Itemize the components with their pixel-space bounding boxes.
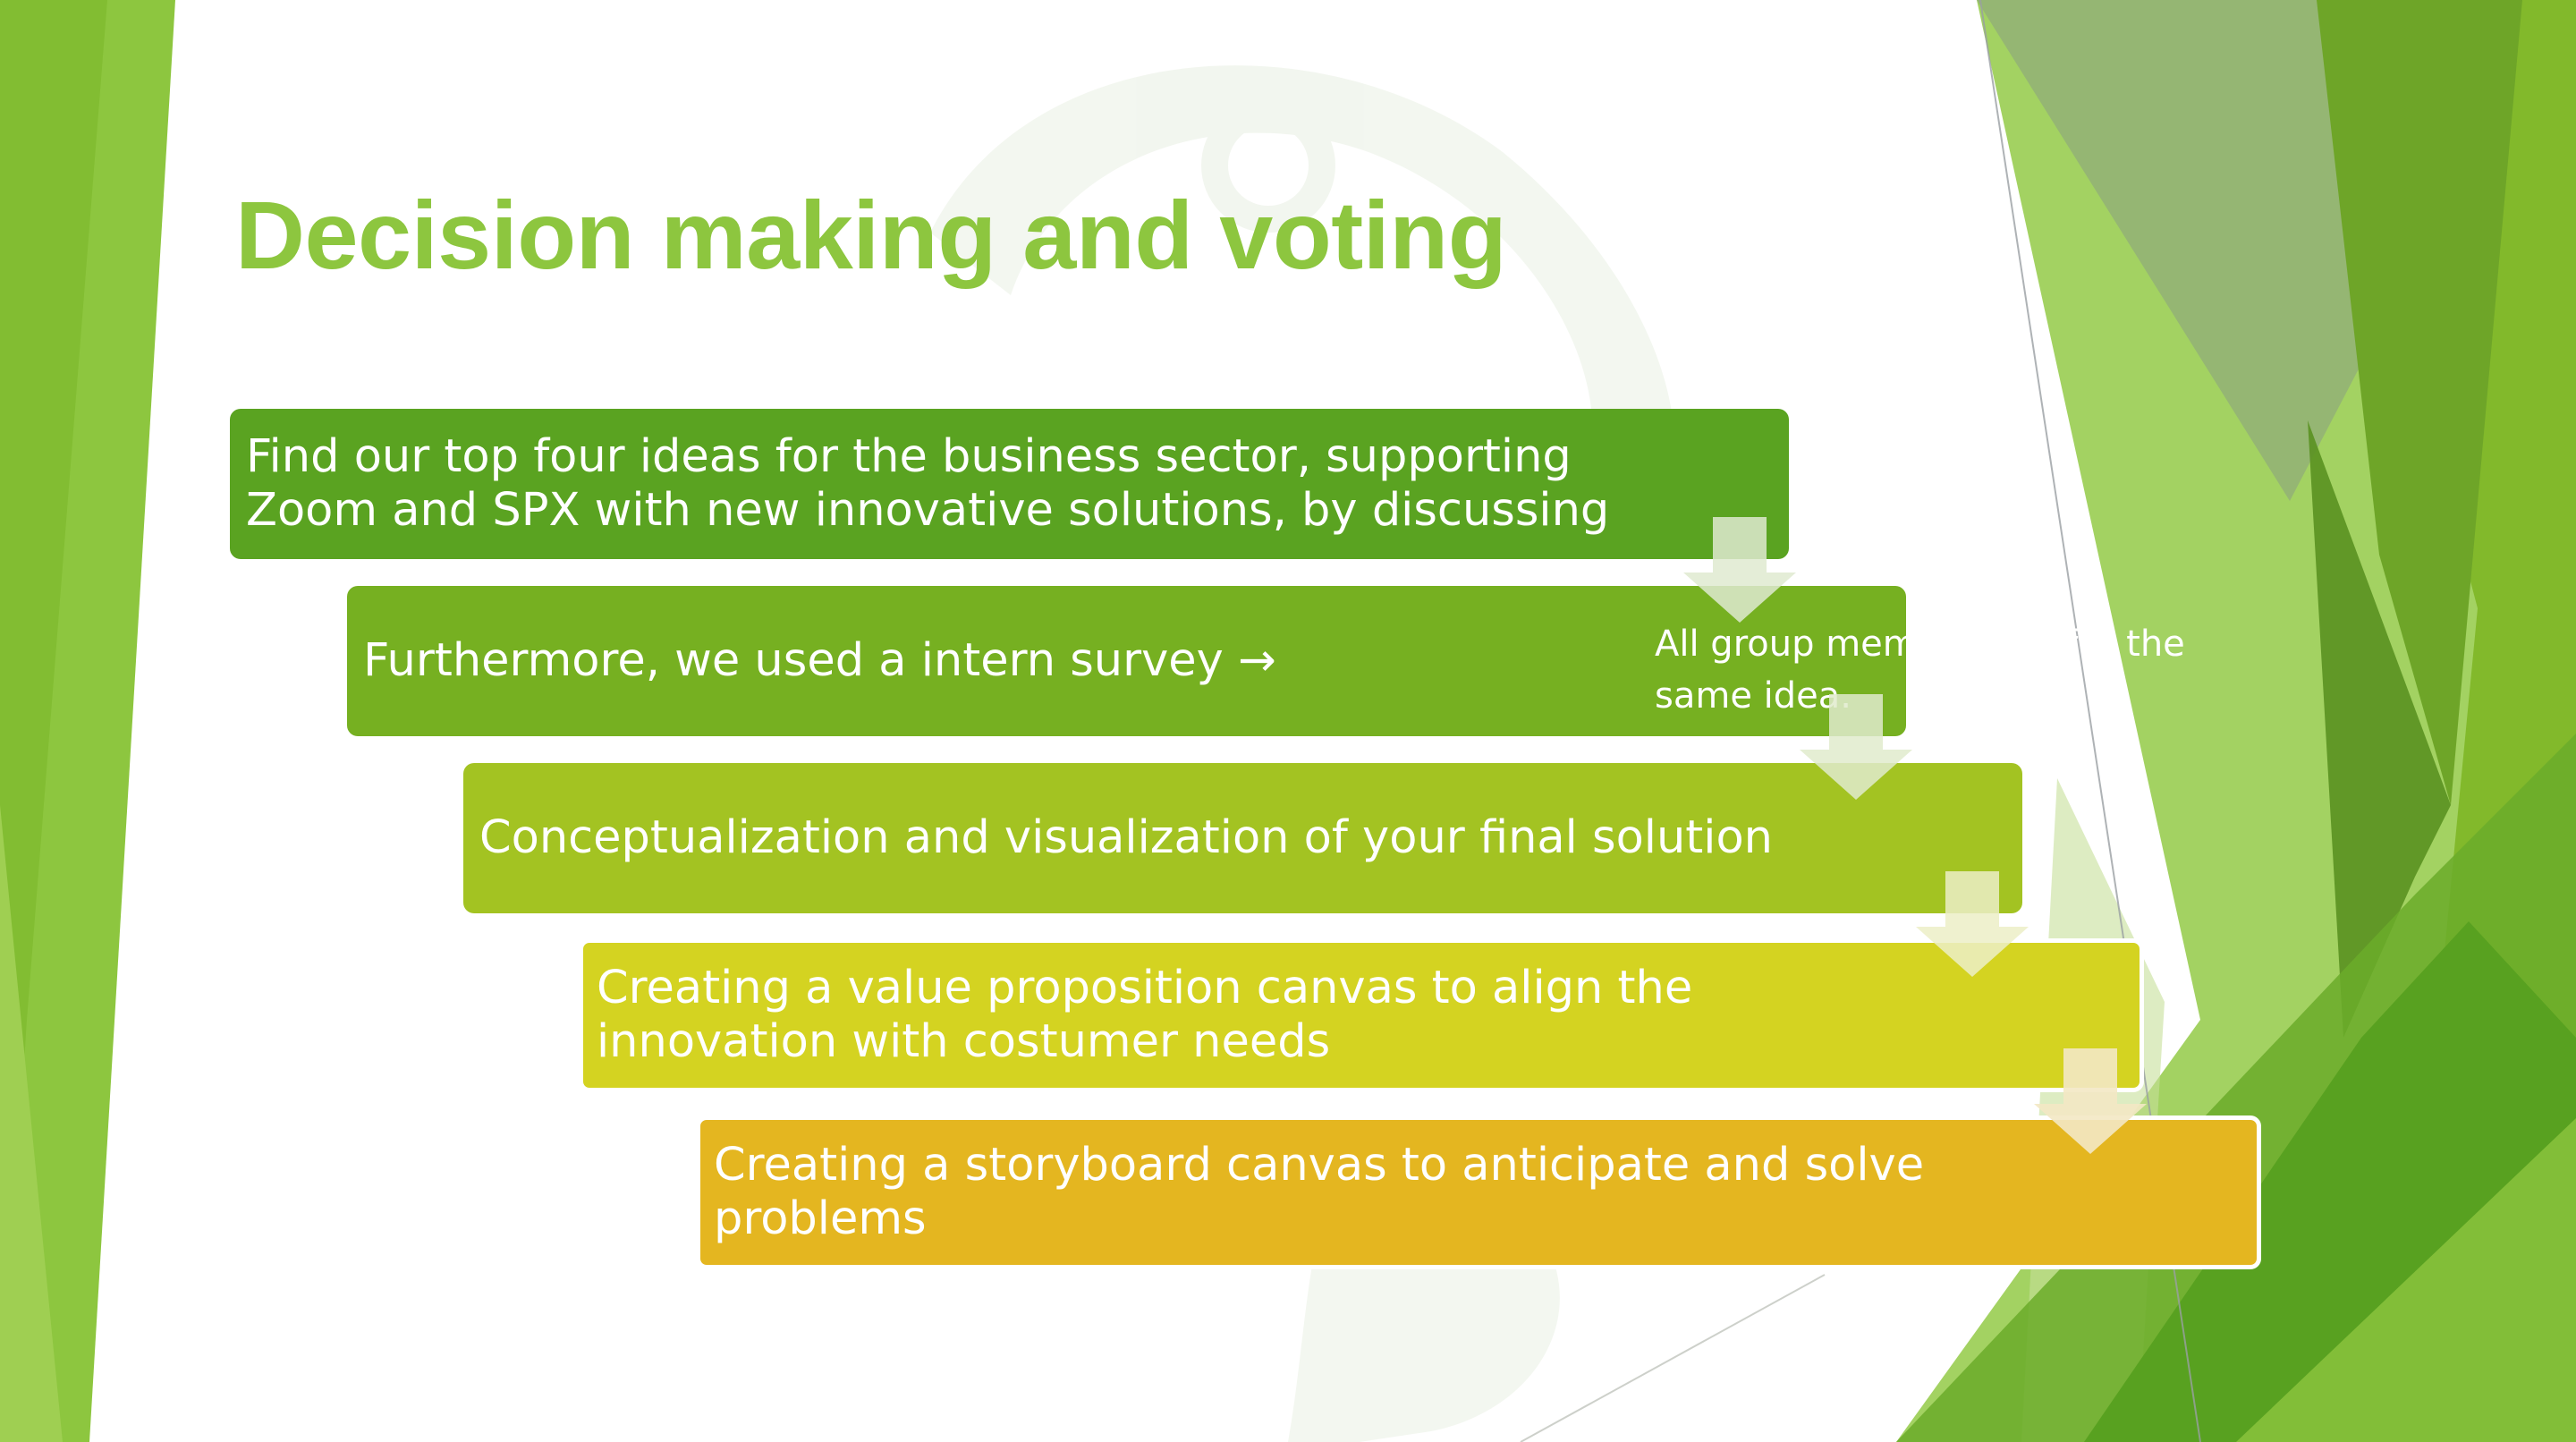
step-4-line-2: innovation with costumer needs (597, 1015, 1331, 1068)
down-arrow-icon (1683, 517, 1796, 623)
step-5-box: Creating a storyboard canvas to anticipa… (696, 1115, 2261, 1269)
step-5-line-1: Creating a storyboard canvas to anticipa… (714, 1139, 1925, 1192)
step-1-line-2: Zoom and SPX with new innovative solutio… (246, 484, 1610, 537)
down-arrow-icon (1916, 871, 2029, 977)
step-4-box: Creating a value proposition canvas to a… (579, 938, 2144, 1092)
down-arrow-icon (1800, 694, 1912, 800)
step-2-box: Furthermore, we used a intern survey → A… (347, 586, 2185, 736)
step-5-line-2: problems (714, 1192, 927, 1245)
step-2-note-line-1: All group members prefer the (1655, 623, 2185, 665)
step-2-text: Furthermore, we used a intern survey → (363, 634, 1276, 687)
step-4-line-1: Creating a value proposition canvas to a… (597, 962, 1693, 1014)
step-3-line-1: Conceptualization and visualization of y… (479, 811, 1773, 864)
down-arrow-icon (2034, 1048, 2147, 1154)
step-3-box: Conceptualization and visualization of y… (463, 763, 2022, 913)
step-1-line-1: Find our top four ideas for the business… (246, 430, 1572, 483)
step-2-note-line-2: same idea. (1655, 675, 1852, 717)
slide-title: Decision making and voting (235, 181, 1507, 289)
step-1-box: Find our top four ideas for the business… (230, 409, 1789, 559)
